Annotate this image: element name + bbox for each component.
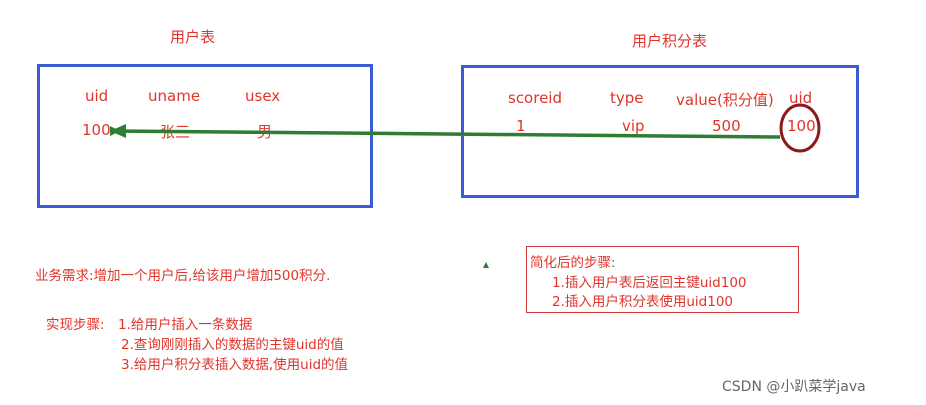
csdn-watermark: CSDN @小趴菜学java [722,379,866,395]
small-triangle-mark [483,262,489,268]
step-2: 2.查询刚刚插入的数据的主键uid的值 [121,337,344,353]
score-cell-value: 500 [712,117,741,135]
score-table-box [461,65,859,198]
user-header-uname: uname [148,87,201,105]
user-table-box [37,64,373,208]
simplified-title: 简化后的步骤: [530,255,616,271]
uid-highlight-circle [779,103,821,153]
score-cell-uid: 100 [787,117,816,135]
business-requirement: 业务需求:增加一个用户后,给该用户增加500积分. [35,268,331,284]
score-header-value: value(积分值) [676,91,774,109]
score-header-type: type [610,89,644,107]
simplified-step-2: 2.插入用户积分表使用uid100 [552,294,734,310]
steps-label: 实现步骤: [46,317,105,333]
user-table-title: 用户表 [170,28,216,46]
user-header-uid: uid [85,87,109,105]
score-header-scoreid: scoreid [508,89,562,107]
link-arrow-head [110,124,126,138]
user-header-usex: usex [245,87,281,105]
simplified-steps-box [526,246,799,313]
user-cell-uid: 100 [82,121,111,139]
step-3: 3.给用户积分表插入数据,使用uid的值 [121,357,349,373]
score-header-uid: uid [789,89,813,107]
link-arrow [109,125,781,139]
score-cell-type: vip [622,117,645,135]
score-table-title: 用户积分表 [632,32,708,50]
simplified-step-1: 1.插入用户表后返回主键uid100 [552,275,747,291]
score-cell-scoreid: 1 [516,117,526,135]
step-1: 1.给用户插入一条数据 [118,317,253,333]
